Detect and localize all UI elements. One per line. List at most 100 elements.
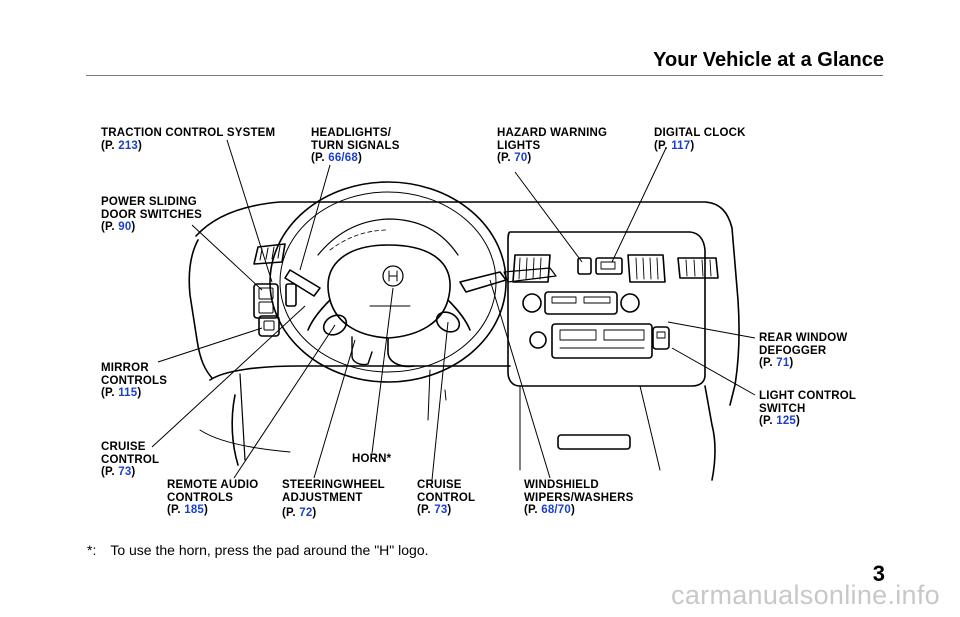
leader-headlights — [299, 164, 331, 271]
callout-text: CRUISE — [101, 441, 146, 453]
callout-mirror: MIRROR CONTROLS (P. 115) — [101, 362, 167, 400]
leader-clock — [611, 147, 667, 263]
ref-prefix: (P. — [101, 139, 119, 152]
callout-text: WINDSHIELD — [524, 479, 599, 491]
callout-rear-defogger: REAR WINDOW DEFOGGER (P. 71) — [759, 332, 847, 370]
page-reference-link[interactable]: 73 — [434, 504, 448, 516]
clock-display — [595, 257, 623, 275]
callout-text: WIPERS/WASHERS — [524, 491, 634, 504]
callout-text: DIGITAL CLOCK — [654, 127, 746, 139]
ref-prefix: (P. — [524, 504, 542, 516]
wiper-stalk — [459, 271, 507, 293]
callout-text: CONTROLS — [167, 491, 234, 504]
ref-suffix: ) — [137, 387, 142, 399]
callout-text: POWER SLIDING — [101, 196, 197, 208]
page-reference-link[interactable]: 117 — [671, 139, 691, 152]
callout-horn: HORN* — [352, 453, 391, 466]
climate-knob-left — [522, 293, 542, 313]
right-spoke-buttons — [435, 311, 461, 333]
page-reference-link[interactable]: 90 — [118, 221, 132, 233]
callout-text: ADJUSTMENT — [282, 491, 363, 504]
mirror-switch — [258, 315, 280, 337]
ref-prefix: (P. — [282, 507, 300, 519]
ref-suffix: ) — [796, 415, 801, 427]
callout-text: HEADLIGHTS/ — [311, 127, 392, 139]
ref-prefix: (P. — [101, 387, 119, 399]
center-vent-right — [627, 254, 666, 283]
callout-text: DOOR SWITCHES — [101, 208, 202, 221]
ref-suffix: ) — [358, 152, 363, 164]
ref-suffix: ) — [571, 504, 576, 516]
lower-console-slot — [557, 434, 631, 450]
page-reference-link[interactable]: 66/68 — [328, 152, 358, 164]
hazard-button — [577, 257, 592, 275]
ref-suffix: ) — [312, 507, 317, 519]
footnote: *: To use the horn, press the pad around … — [87, 542, 429, 558]
page-reference-link[interactable]: 71 — [776, 357, 790, 369]
leader-traction — [226, 139, 273, 283]
callout-text: HORN* — [352, 453, 392, 465]
page-reference-link[interactable]: 70 — [514, 152, 528, 164]
callout-text: REAR WINDOW — [759, 332, 848, 344]
ref-prefix: (P. — [311, 152, 329, 164]
callout-remote-audio: REMOTE AUDIO CONTROLS (P. 185) — [167, 479, 258, 517]
callout-text: MIRROR — [101, 362, 149, 374]
leader-cruise-left — [151, 305, 306, 448]
callout-text: STEERINGWHEEL — [282, 479, 385, 491]
left-spoke-buttons — [322, 314, 348, 336]
ref-prefix: (P. — [654, 139, 672, 152]
callout-text: TRACTION CONTROL SYSTEM — [101, 127, 276, 139]
callout-text: REMOTE AUDIO — [167, 479, 259, 491]
footnote-marker: *: — [87, 542, 97, 558]
climate-panel — [544, 291, 618, 315]
callout-text: LIGHTS — [497, 139, 541, 152]
h-logo — [382, 265, 404, 287]
ref-prefix: (P. — [759, 415, 777, 427]
page-reference-link[interactable]: 72 — [299, 507, 313, 519]
callout-cruise-left: CRUISE CONTROL (P. 73) — [101, 441, 159, 479]
door-switch-panel — [253, 283, 279, 319]
page-number: 3 — [872, 561, 885, 586]
defogger-button — [652, 326, 670, 350]
callout-text: TURN SIGNALS — [311, 139, 400, 152]
callout-text: SWITCH — [759, 402, 806, 415]
page-reference-link[interactable]: 73 — [118, 466, 132, 478]
callout-text: DEFOGGER — [759, 344, 827, 357]
ref-suffix: ) — [138, 139, 143, 152]
page-reference-link[interactable]: 115 — [118, 387, 138, 399]
callout-text: CONTROLS — [101, 374, 168, 387]
climate-knob-right — [620, 293, 640, 313]
ref-prefix: (P. — [167, 504, 185, 516]
footnote-text: To use the horn, press the pad around th… — [110, 542, 429, 558]
audio-unit — [551, 323, 653, 359]
page-reference-link[interactable]: 125 — [776, 415, 797, 427]
leader-mirror — [157, 327, 263, 363]
callout-cruise-bottom: CRUISE CONTROL (P. 73) — [417, 479, 475, 517]
callout-clock: DIGITAL CLOCK (P. 117) — [654, 127, 746, 152]
ref-suffix: ) — [690, 139, 695, 152]
callout-traction-control: TRACTION CONTROL SYSTEM (P. 213) — [101, 127, 275, 152]
page-title: Your Vehicle at a Glance — [653, 49, 884, 71]
ref-suffix: ) — [789, 357, 794, 369]
callout-steering-wheel: STEERINGWHEEL ADJUSTMENT (P. 72) — [282, 479, 385, 520]
dashboard-outline — [195, 201, 740, 406]
callout-text: CRUISE — [417, 479, 462, 491]
callout-text: CONTROL — [417, 491, 476, 504]
leader-cruise-bottom — [431, 321, 449, 481]
page-reference-link[interactable]: 185 — [184, 504, 205, 516]
ref-prefix: (P. — [417, 504, 435, 516]
leader-wipers — [489, 279, 551, 479]
right-dash-vent — [677, 257, 719, 279]
leader-light — [671, 347, 756, 396]
callout-sliding-door: POWER SLIDING DOOR SWITCHES (P. 90) — [101, 196, 202, 234]
page-reference-link[interactable]: 68/70 — [541, 504, 571, 516]
ref-prefix: (P. — [101, 221, 119, 233]
horn-pad — [327, 244, 451, 339]
ref-suffix: ) — [204, 504, 209, 516]
leader-hazard — [514, 171, 583, 263]
page-reference-link[interactable]: 213 — [118, 139, 139, 152]
center-stack — [507, 231, 706, 387]
callout-hazard: HAZARD WARNING LIGHTS (P. 70) — [497, 127, 607, 165]
ref-suffix: ) — [131, 466, 136, 478]
